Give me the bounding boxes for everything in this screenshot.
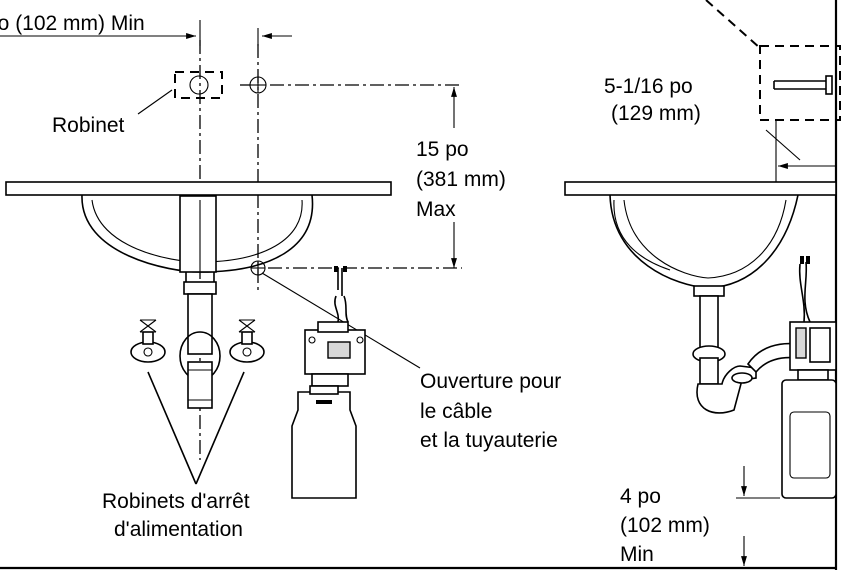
bottom-label-1: 4 po (620, 485, 661, 508)
drain-pipe-front (179, 293, 221, 409)
offset-label-1: 5-1/16 po (604, 75, 693, 98)
cable-side (798, 256, 811, 323)
countertop-right (564, 181, 837, 196)
opening-symbol-top (240, 76, 462, 94)
bottom-min-dimension: 4 po (102 mm) Min (620, 466, 780, 566)
supply-stop-right (229, 319, 265, 363)
detail-leader (705, 0, 761, 49)
p-trap (692, 295, 799, 414)
opening-symbol-bottom (250, 260, 462, 276)
supply-stop-left (130, 319, 166, 363)
height-dimension: 15 po (381 mm) Max (416, 87, 506, 268)
height-label-2: (381 mm) (416, 168, 506, 191)
opening-leader (261, 272, 421, 369)
top-min-dimension: po (102 mm) Min (0, 12, 292, 46)
module-side (781, 321, 837, 499)
height-label-3: Max (416, 198, 456, 221)
faucet-detail-box (759, 45, 841, 121)
opening-label-1: Ouverture pour (420, 370, 561, 393)
faucet-hole (174, 71, 223, 99)
height-label-1: 15 po (416, 138, 469, 161)
faucet-label: Robinet (52, 114, 125, 137)
bottom-label-3: Min (620, 543, 654, 566)
front-view: po (102 mm) Min Robinet 15 po (0, 12, 561, 541)
stops-label-1: Robinets d'arrêt (102, 490, 250, 513)
stops-label-2: d'alimentation (114, 518, 243, 541)
offset-label-2: (129 mm) (611, 102, 701, 125)
faucet-leader (137, 89, 173, 115)
stops-leader-left (147, 371, 197, 485)
stops-leader-right (195, 371, 245, 485)
opening-label-3: et la tuyauterie (420, 429, 558, 452)
cable-and-module-front (291, 266, 366, 499)
top-min-label: po (102 mm) Min (0, 12, 145, 35)
opening-label-2: le câble (420, 400, 492, 423)
offset-dimension: 5-1/16 po (129 mm) (604, 75, 836, 186)
bottom-label-2: (102 mm) (620, 514, 710, 537)
sink-basin-right (609, 194, 799, 297)
sink-basin-left (81, 194, 314, 295)
countertop-left (5, 181, 392, 196)
